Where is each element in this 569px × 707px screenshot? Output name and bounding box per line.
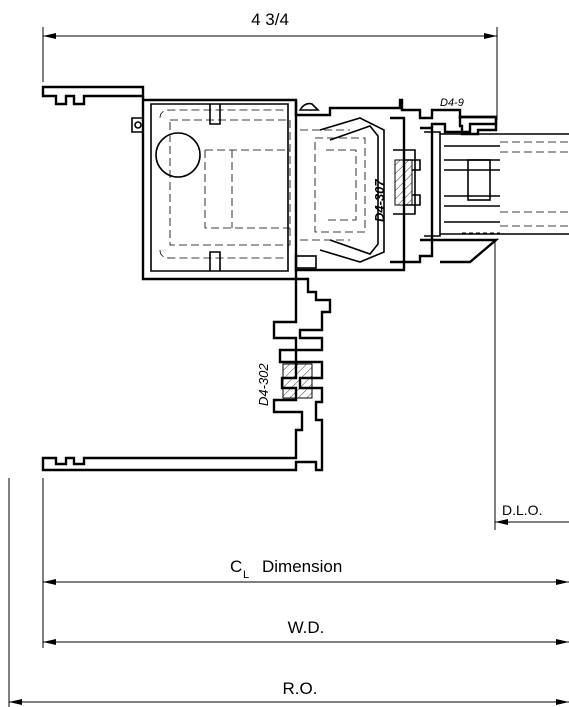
wd-dimension: W.D.: [43, 618, 569, 645]
wd-arrow-head-right: [556, 639, 569, 645]
wd-arrow-head-left: [43, 639, 56, 645]
ro-label: R.O.: [283, 679, 318, 698]
ro-arrow-head-left: [9, 699, 22, 705]
lower-frame-leg: [41, 277, 332, 472]
cl-label-rest: Dimension: [262, 557, 342, 576]
part-label-glazing-bead: D4-9: [440, 97, 464, 109]
top-dimension: 4 3/4: [42, 10, 498, 120]
cl-arrow-head-right: [556, 579, 569, 585]
cl-dimension: C L Dimension: [42, 478, 569, 648]
wd-label: W.D.: [288, 618, 325, 637]
dlo-arrow-head: [495, 519, 508, 525]
part-label-thermal-break-lower: D4-302: [256, 363, 271, 406]
dlo-label: D.L.O.: [502, 502, 542, 518]
sash-assembly: [294, 98, 569, 272]
ro-dimension: R.O.: [8, 478, 569, 707]
arrow-head-right: [484, 33, 497, 39]
cl-label-main: C: [230, 557, 242, 576]
arrow-head-left: [43, 33, 56, 39]
cl-arrow-head-left: [43, 579, 56, 585]
ro-arrow-head-right: [556, 699, 569, 705]
frame-profile: [41, 85, 298, 281]
part-label-thermal-break-upper: D4-307: [372, 179, 387, 222]
top-dimension-label: 4 3/4: [251, 10, 289, 29]
cl-label-sub: L: [243, 569, 249, 581]
dlo-dimension: D.L.O.: [494, 240, 569, 530]
